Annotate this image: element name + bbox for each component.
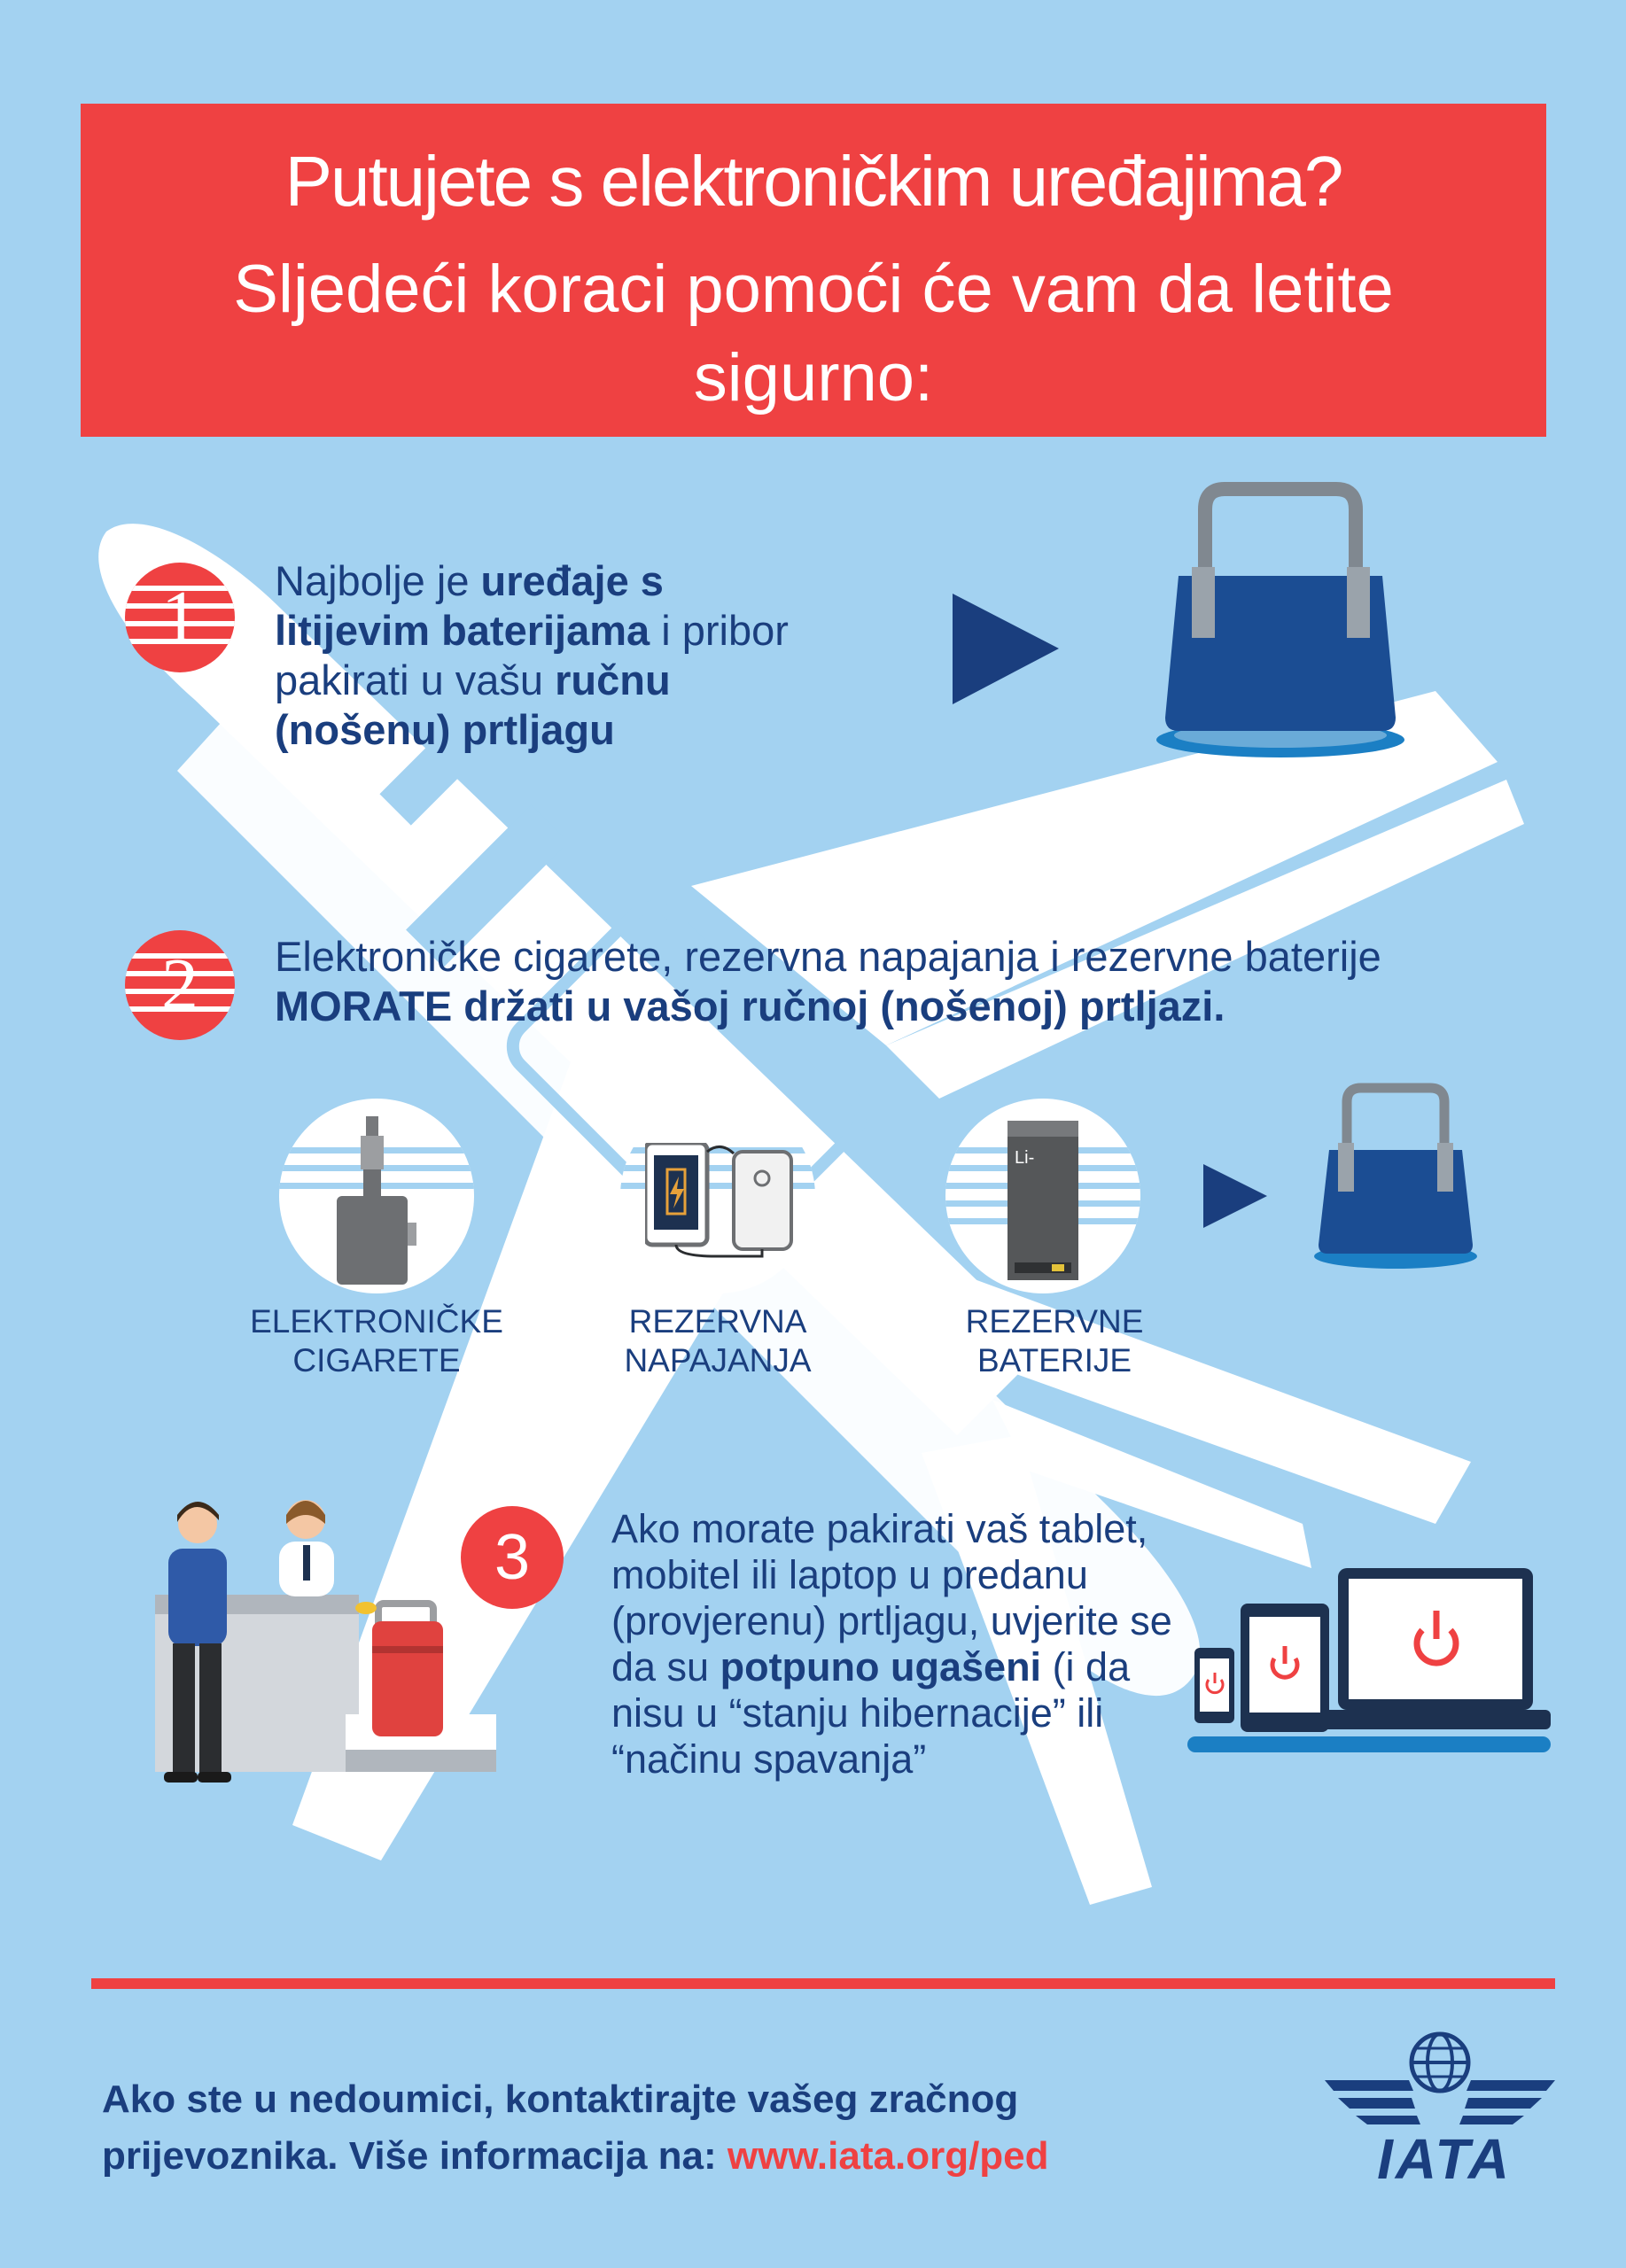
step-3-text-c: (i da nisu u “stanju hibernacije” ili “n…	[611, 1644, 1131, 1782]
step-2-text-a: Elektroničke cigarete, rezervna napajanj…	[275, 933, 1381, 980]
step-1-text-bold-a: uređaje s litijevim baterijama	[275, 557, 664, 654]
step-1-text-a: Najbolje je	[275, 557, 481, 604]
step-2-text-bold-b: držati u vašoj ručnoj (nošenoj) prtljazi…	[452, 983, 1225, 1029]
caption-e-cigarettes: ELEKTRONIČKE CIGARETE	[222, 1302, 532, 1380]
step-2-number: 2	[161, 944, 198, 1026]
footer-divider	[91, 1978, 1555, 1989]
step-1-text-c: i pribor pakirati u vašu	[275, 607, 789, 703]
arrow-right-small-icon	[1203, 1164, 1267, 1228]
caption-power-banks-line-1: REZERVNA	[628, 1303, 807, 1340]
caption-spare-batteries-line-2: BATERIJE	[976, 1342, 1132, 1379]
step-3-text-a: Ako morate pakirati vaš tablet, mobitel …	[611, 1506, 1172, 1689]
caption-e-cigarettes-line-1: ELEKTRONIČKE	[250, 1303, 503, 1340]
arrow-right-icon	[953, 594, 1059, 704]
header-banner: Putujete s elektroničkim uređajima? Slje…	[81, 104, 1546, 437]
e-cigarette-circle	[279, 1099, 474, 1293]
handbag-icon	[1156, 482, 1404, 757]
power-bank-circle	[620, 1099, 815, 1293]
caption-e-cigarettes-line-2: CIGARETE	[292, 1342, 461, 1379]
power-bank-icon	[645, 1143, 793, 1258]
step-2-text-bold-a: MORATE	[275, 983, 453, 1029]
step-3-badge: 3	[461, 1506, 564, 1609]
step-3-text: Ako morate pakirati vaš tablet, mobitel …	[611, 1506, 1187, 1783]
battery-label: Li-	[1015, 1148, 1034, 1168]
step-1-text-bold-b: ručnu (nošenu) prtljagu	[275, 656, 671, 753]
e-cigarette-icon	[337, 1116, 416, 1285]
caption-spare-batteries: REZERVNE BATERIJE	[922, 1302, 1187, 1380]
caption-power-banks: REZERVNA NAPAJANJA	[585, 1302, 851, 1380]
step-1-number: 1	[161, 576, 198, 658]
spare-battery-icon: Li-	[1007, 1121, 1078, 1280]
step-3-text-bold: potpuno ugašeni	[720, 1644, 1042, 1689]
footer-text-body: Ako ste u nedoumici, kontaktirajte vašeg…	[102, 2078, 1019, 2178]
header-title: Putujete s elektroničkim uređajima?	[284, 142, 1344, 221]
step-1-badge: 1	[125, 563, 235, 672]
devices-powered-off-illustration	[1187, 1568, 1551, 1752]
step-2-text: Elektroničke cigarete, rezervna napajanj…	[275, 932, 1560, 1031]
header-subtitle: Sljedeći koraci pomoći će vam da letite …	[233, 252, 1394, 416]
step-2-badge: 2	[125, 930, 235, 1040]
handbag-small-icon	[1314, 1083, 1477, 1269]
step-1-text: Najbolje je uređaje s litijevim baterija…	[275, 556, 824, 755]
footer-text: Ako ste u nedoumici, kontaktirajte vašeg…	[102, 2071, 1254, 2185]
iata-globe-wings-logo	[1325, 2031, 1555, 2124]
battery-circle: Li-	[945, 1099, 1140, 1293]
caption-spare-batteries-line-1: REZERVNE	[965, 1303, 1144, 1340]
iata-logo-text: IATA	[1377, 2127, 1512, 2191]
check-in-counter-illustration	[155, 1500, 496, 1783]
iata-link[interactable]: www.iata.org/ped	[727, 2134, 1049, 2178]
caption-power-banks-line-2: NAPAJANJA	[624, 1342, 812, 1379]
